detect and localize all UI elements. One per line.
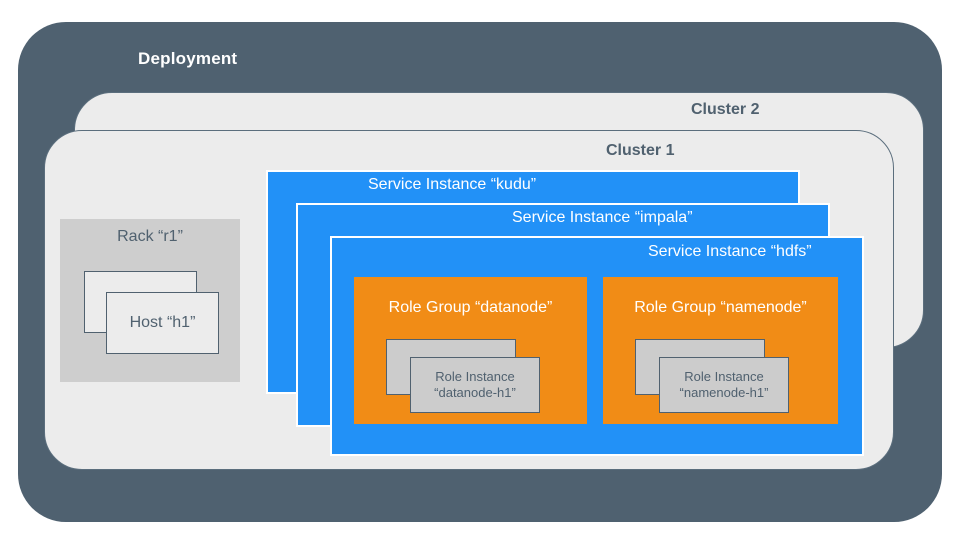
cluster-1-label: Cluster 1 [606, 142, 675, 159]
cluster-2-label: Cluster 2 [691, 101, 760, 118]
deployment-label: Deployment [138, 49, 238, 68]
service-instance-impala-label: Service Instance “impala” [512, 209, 693, 226]
role-instance-datanode-label-line1: Role Instance [435, 369, 515, 385]
role-instance-datanode-label-line2: “datanode-h1” [434, 385, 516, 400]
role-instance-datanode-card-front: Role Instance “datanode-h1” [410, 357, 540, 413]
rack-label: Rack “r1” [117, 228, 183, 245]
service-instance-kudu-label: Service Instance “kudu” [368, 176, 537, 193]
role-instance-namenode-label-line1: Role Instance [684, 369, 764, 385]
host-card-front: Host “h1” [106, 292, 219, 354]
role-instance-namenode-card-front: Role Instance “namenode-h1” [659, 357, 789, 413]
role-instance-namenode-label-line2: “namenode-h1” [679, 385, 769, 400]
role-group-datanode-label: Role Group “datanode” [388, 299, 553, 316]
service-instance-hdfs-label: Service Instance “hdfs” [648, 243, 812, 260]
role-group-namenode-label: Role Group “namenode” [634, 299, 807, 316]
host-label: Host “h1” [129, 314, 196, 331]
